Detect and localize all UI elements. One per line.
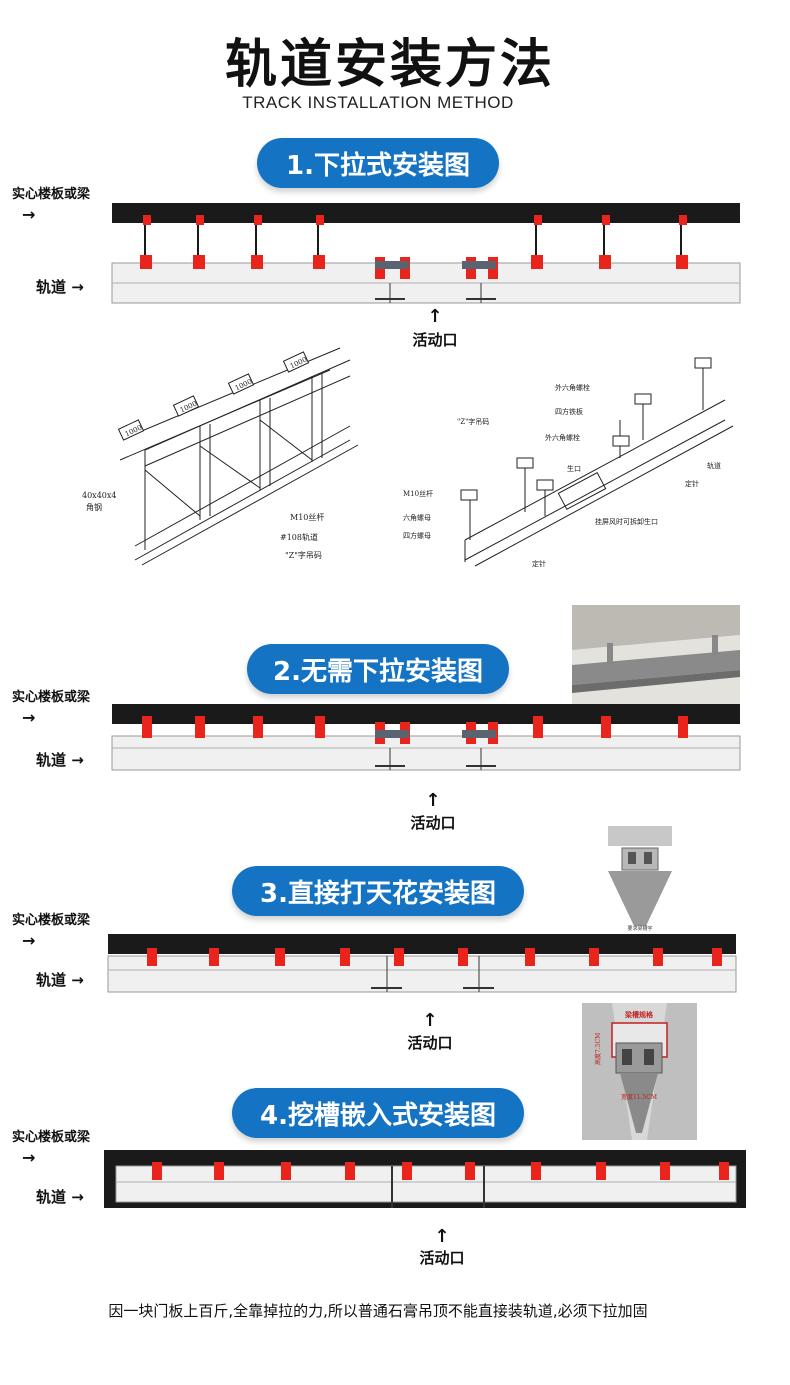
- opening-label-4: 活动口: [419, 1249, 465, 1267]
- photo-ceiling-install: [572, 605, 740, 705]
- label-pin-bottom: 定针: [532, 559, 546, 568]
- opening-arrow-2: ↑: [425, 790, 441, 811]
- section-4-title-text: 4.挖槽嵌入式安装图: [260, 1100, 496, 1131]
- label-hex-bolt-top: 外六角螺栓: [555, 383, 590, 392]
- photo3-caption: 要求梁槽宇: [627, 925, 652, 932]
- label-opening-part: 生口: [567, 464, 581, 473]
- label-108-track: #108轨道: [280, 532, 318, 542]
- diagram-pulldown: [111, 203, 741, 304]
- slab-arrow-4: →: [22, 1148, 36, 1167]
- label-pin-right: 定针: [685, 479, 699, 488]
- label-track-right: 轨道: [707, 461, 721, 470]
- label-hex-nut: 六角螺母: [403, 513, 431, 522]
- section-1-title: 1.下拉式安装图: [257, 138, 499, 188]
- label-removable-opening: 挂屏风时可拆卸生口: [595, 517, 658, 526]
- isometric-drawing-left: 1000 1000 1000 1000 40x40x4 角钢 M10丝杆 #10…: [82, 347, 359, 566]
- section-2-title: 2.无需下拉安装图: [247, 644, 509, 694]
- photo4-bottom-label: 宽度11.5CM: [621, 1093, 657, 1101]
- slab-beam: [112, 203, 740, 223]
- label-square-plate: 四方铁板: [555, 407, 583, 416]
- opening-arrow-4: ↑: [434, 1226, 450, 1247]
- label-square-nut: 四方螺母: [403, 531, 431, 540]
- track-label-1: 轨道 →: [36, 278, 84, 296]
- exploded-drawing-right: 外六角螺栓 四方铁板 "Z"字吊码 外六角螺栓 生口 M10丝杆 六角螺母 四方…: [403, 357, 734, 568]
- slab-arrow-3: →: [22, 931, 36, 950]
- photo-groove-spec: 梁槽规格 高度7.5CM 宽度11.5CM: [582, 1003, 697, 1140]
- track-label-2: 轨道 →: [36, 751, 84, 769]
- diagram-direct-ceiling: [107, 934, 737, 993]
- slab-label-2: 实心楼板或梁: [12, 690, 91, 705]
- photo-ceiling-install-art: [572, 605, 740, 705]
- label-z-hanger-left: "Z"字吊码: [285, 550, 322, 560]
- label-m10-rod: M10丝杆: [290, 512, 324, 522]
- opening-label-3: 活动口: [407, 1034, 453, 1052]
- photo-channel-profile: 要求梁槽宇: [608, 826, 672, 934]
- opening-label-1: 活动口: [412, 331, 458, 349]
- footer-note: 因一块门板上百斤,全靠掉拉的力,所以普通石膏吊顶不能直接装轨道,必须下拉加固: [108, 1302, 648, 1320]
- section-2-title-text: 2.无需下拉安装图: [273, 656, 483, 687]
- section-3-title: 3.直接打天花安装图: [232, 866, 524, 916]
- diagram-no-pulldown: [111, 704, 741, 771]
- label-z-hanger-right: "Z"字吊码: [457, 417, 489, 426]
- opening-label-2: 活动口: [410, 814, 456, 832]
- label-hex-bolt-mid: 外六角螺栓: [545, 433, 580, 442]
- track-label-4: 轨道 →: [36, 1188, 84, 1206]
- page-title: 轨道安装方法: [224, 35, 555, 95]
- diagram-embedded-groove: [104, 1150, 746, 1208]
- slab-label-3: 实心楼板或梁: [12, 913, 91, 928]
- track-label-3: 轨道 →: [36, 971, 84, 989]
- page-subtitle: TRACK INSTALLATION METHOD: [242, 93, 514, 112]
- slab-label-4: 实心楼板或梁: [12, 1130, 91, 1145]
- photo4-side-label: 高度7.5CM: [594, 1033, 602, 1065]
- opening-arrow-3: ↑: [422, 1010, 438, 1031]
- angle-steel-size: 40x40x4: [82, 491, 116, 500]
- section-3-title-text: 3.直接打天花安装图: [260, 878, 496, 909]
- opening-arrow-1: ↑: [427, 306, 443, 327]
- slab-arrow-2: →: [22, 708, 36, 727]
- photo-groove-spec-art: 梁槽规格 高度7.5CM 宽度11.5CM: [582, 1003, 697, 1140]
- angle-steel-name: 角钢: [86, 502, 102, 512]
- section-1-title-text: 1.下拉式安装图: [286, 150, 470, 181]
- slab-label-1: 实心楼板或梁: [12, 187, 91, 202]
- section-4-title: 4.挖槽嵌入式安装图: [232, 1088, 524, 1138]
- label-m10-rod-right: M10丝杆: [403, 489, 433, 498]
- photo4-top-label: 梁槽规格: [624, 1010, 654, 1019]
- photo-channel-profile-art: 要求梁槽宇: [608, 826, 672, 932]
- slab-arrow-1: →: [22, 205, 36, 224]
